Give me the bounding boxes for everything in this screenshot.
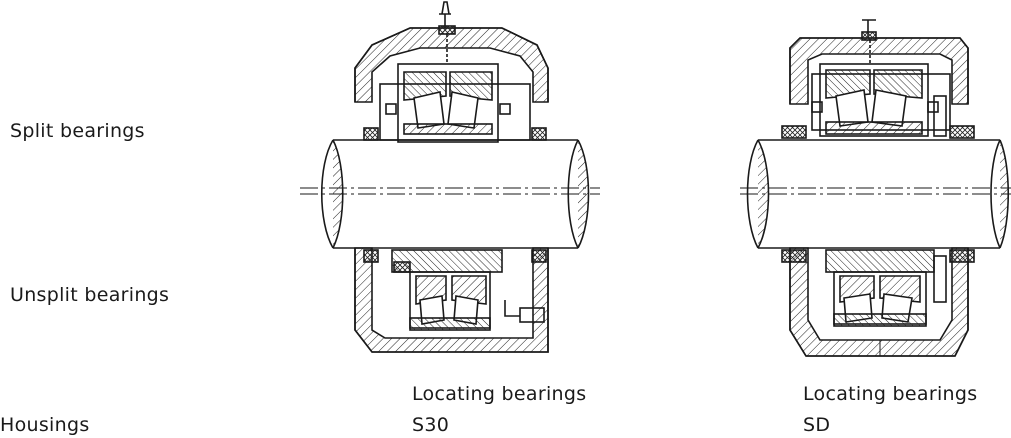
column-1-bearing-kind: Locating bearings <box>412 383 587 405</box>
row-label-housings: Housings <box>0 414 90 436</box>
column-1-housing-code: S30 <box>412 414 450 436</box>
housing-sd-drawing <box>740 19 1011 357</box>
row-label-unsplit-bearings: Unsplit bearings <box>10 284 170 306</box>
column-2-housing-code: SD <box>803 414 831 436</box>
housing-s30-drawing <box>300 1 600 353</box>
column-2-bearing-kind: Locating bearings <box>803 383 978 405</box>
row-label-split-bearings: Split bearings <box>10 120 145 142</box>
